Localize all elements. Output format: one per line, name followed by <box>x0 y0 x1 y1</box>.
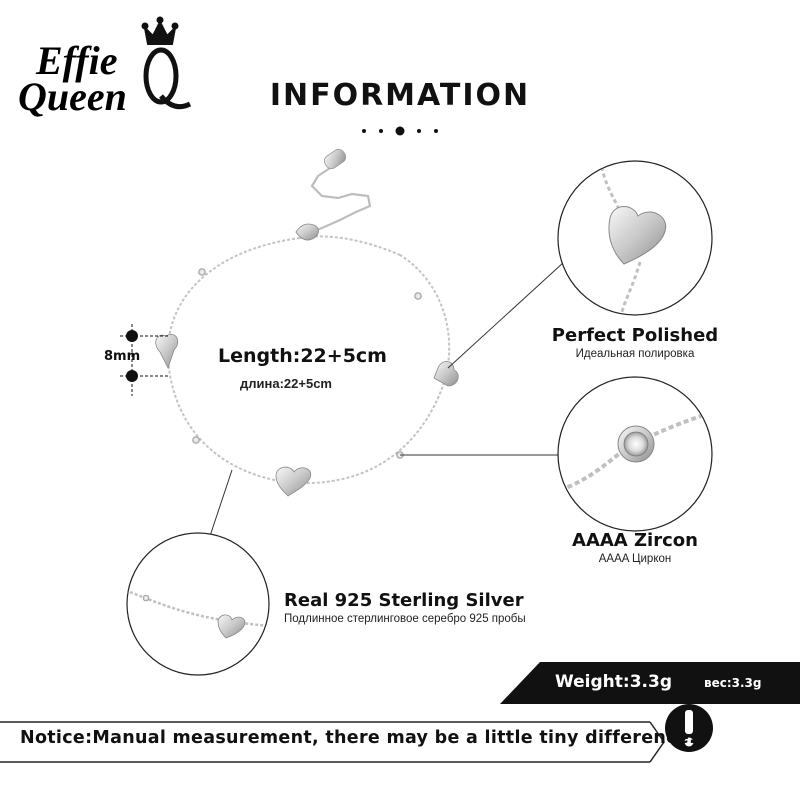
detail-circle-silver <box>126 532 270 676</box>
heart-charm-bottom <box>275 466 312 497</box>
weight-label: Weight:3.3g <box>555 672 672 692</box>
notice-arrow-tip <box>649 721 665 763</box>
lobster-clasp <box>295 223 319 241</box>
heading-dots-decoration <box>362 126 438 136</box>
weight-label-ru: вес:3.3g <box>704 676 762 690</box>
heart-charm-left <box>155 334 179 370</box>
length-label-ru: длина:22+5cm <box>240 376 332 391</box>
feature-subtitle-polished: Идеальная полировка <box>575 348 695 360</box>
detail-circle-zircon <box>557 376 713 532</box>
size-label: 8mm <box>104 349 141 364</box>
crown-icon <box>141 16 179 45</box>
connector-lines <box>209 261 565 537</box>
feature-subtitle-silver: Подлинное стерлинговое серебро 925 пробы <box>284 613 526 625</box>
extender-chain <box>299 167 372 238</box>
heart-charm-right <box>433 361 459 387</box>
feature-subtitle-zircon: AAAA Циркон <box>598 553 672 565</box>
chain-beads <box>192 268 422 459</box>
brand-line2: Queen <box>18 74 127 119</box>
length-label: Length:22+5cm <box>218 345 387 367</box>
weight-bar-bg <box>500 662 800 704</box>
exclamation-icon <box>665 704 713 752</box>
brand-line1: Effie <box>35 38 117 83</box>
page-title: INFORMATION <box>269 78 531 113</box>
size-marker <box>120 324 168 396</box>
brand-tag-charm <box>323 148 347 170</box>
detail-circle-polished <box>557 160 713 316</box>
feature-title-polished: Perfect Polished <box>551 325 719 346</box>
brand-logo: Effie Queen <box>18 16 192 119</box>
q-emblem-icon <box>143 47 192 110</box>
feature-title-silver: Real 925 Sterling Silver <box>284 590 524 611</box>
notice-text: Notice:Manual measurement, there may be … <box>20 728 696 748</box>
feature-title-zircon: AAAA Zircon <box>572 530 698 551</box>
